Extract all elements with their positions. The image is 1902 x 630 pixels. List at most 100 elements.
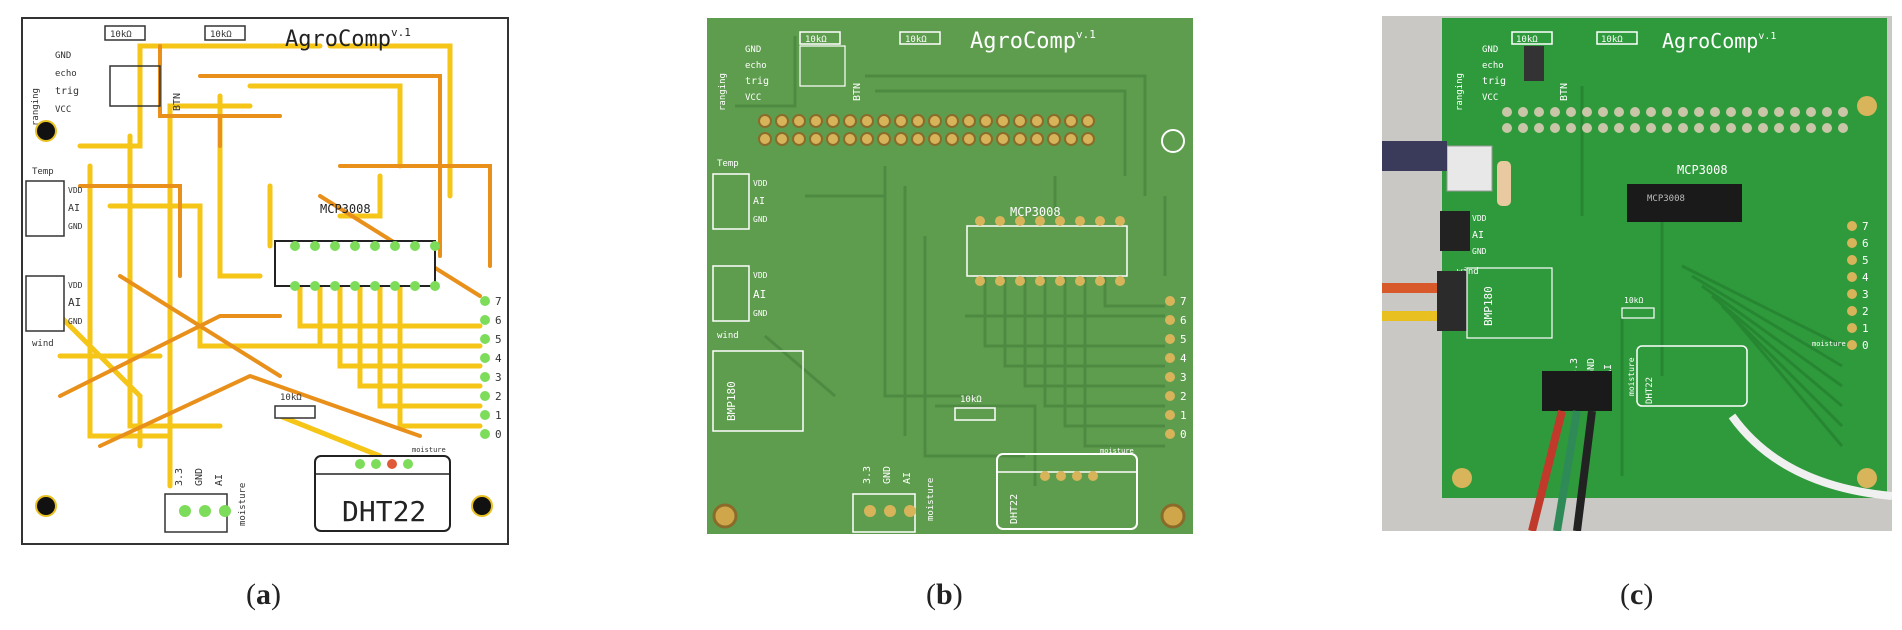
channel-pad xyxy=(480,353,490,363)
dht22-outline xyxy=(996,453,1138,530)
header-pin xyxy=(1566,107,1576,117)
wind-pin-label: GND xyxy=(1472,247,1487,256)
moisture-pad xyxy=(199,505,211,517)
pads xyxy=(864,216,1125,517)
resistor-label: 10kΩ xyxy=(110,30,132,40)
header-pin xyxy=(1726,123,1736,133)
channel-pad xyxy=(1847,221,1857,231)
resistor-label: 10kΩ xyxy=(280,393,302,403)
chip-label: MCP3008 xyxy=(320,202,371,216)
header-pin xyxy=(1806,123,1816,133)
header-pin xyxy=(1758,107,1768,117)
channel-pad xyxy=(1847,272,1857,282)
button-outline xyxy=(799,45,846,87)
header-pin xyxy=(1678,123,1688,133)
dht22-label: DHT22 xyxy=(1645,377,1655,404)
chip-pad xyxy=(1115,216,1125,226)
ranging-pin-label: GND xyxy=(745,45,761,55)
header-pin xyxy=(1694,107,1704,117)
header-pin xyxy=(1518,107,1528,117)
header-pin xyxy=(1502,107,1512,117)
moisture-label: moisture xyxy=(1100,447,1134,455)
header-pin xyxy=(1630,107,1640,117)
caption-a: (a) xyxy=(246,578,281,611)
temp-pin-label: AI xyxy=(753,196,765,207)
header-pin xyxy=(1790,123,1800,133)
ranging-pin-label: echo xyxy=(745,61,767,71)
photo-traces xyxy=(1580,86,1844,476)
channel-pad xyxy=(480,372,490,382)
ranging-pin-label: GND xyxy=(55,51,71,61)
chip-pad xyxy=(330,281,340,291)
chip-pad xyxy=(1055,276,1065,286)
channel-label: 5 xyxy=(495,333,502,346)
wind-connector xyxy=(712,265,750,322)
button-label: BTN xyxy=(172,93,183,111)
header-pin xyxy=(1502,123,1512,133)
chip-pad xyxy=(1035,276,1045,286)
header-pin xyxy=(1710,123,1720,133)
ranging-pin-label: echo xyxy=(1482,61,1504,71)
bmp180-label: BMP180 xyxy=(725,381,738,421)
channel-label: 5 xyxy=(1862,254,1869,267)
chip-pad xyxy=(1035,216,1045,226)
header-pad xyxy=(809,132,823,146)
moisture-pad xyxy=(864,505,876,517)
header-pin xyxy=(1662,123,1672,133)
chip-pad xyxy=(1055,216,1065,226)
moisture-side-label: moisture xyxy=(926,478,936,521)
resistor-body xyxy=(799,31,841,45)
channel-label: 7 xyxy=(1180,295,1187,308)
moisture-pin-label: AI xyxy=(902,472,913,484)
resistor-body xyxy=(104,25,146,41)
header-pad xyxy=(775,114,789,128)
chip-pad xyxy=(1015,276,1025,286)
channel-pad xyxy=(480,429,490,439)
wind-pin-label: VDD xyxy=(68,281,83,290)
board-title: AgroCompv.1 xyxy=(1662,29,1776,53)
wind-pin-label: AI xyxy=(753,288,766,301)
channel-label: 3 xyxy=(1180,371,1187,384)
header-pin xyxy=(1742,107,1752,117)
channel-label: 4 xyxy=(1180,352,1187,365)
button-outline xyxy=(109,65,161,107)
dht22-pad xyxy=(1088,471,1098,481)
header-pin xyxy=(1534,107,1544,117)
chip-pad xyxy=(350,281,360,291)
resistor-body xyxy=(274,405,316,419)
channel-label: 6 xyxy=(1862,237,1869,250)
resistor-body xyxy=(1596,31,1638,45)
header-pad xyxy=(792,132,806,146)
moisture-side-label: moisture xyxy=(1627,357,1636,396)
header-pad xyxy=(843,132,857,146)
dht22-label: DHT22 xyxy=(1009,494,1020,524)
header-pin xyxy=(1790,107,1800,117)
pcb-traces xyxy=(735,36,1167,486)
header-pad xyxy=(1047,132,1061,146)
chip-pad xyxy=(390,281,400,291)
header-pad xyxy=(792,114,806,128)
bmp180-label: BMP180 xyxy=(1482,286,1495,326)
wind-label: wind xyxy=(717,331,739,341)
header-pad xyxy=(877,114,891,128)
resistor-label: 10kΩ xyxy=(1516,35,1538,45)
push-button xyxy=(1524,46,1544,81)
header-pad xyxy=(928,114,942,128)
temp-label: Temp xyxy=(32,167,54,177)
mounting-hole xyxy=(35,495,57,517)
channel-label: 7 xyxy=(495,295,502,308)
header-pad xyxy=(1013,132,1027,146)
channel-label: 0 xyxy=(495,428,502,441)
bmp180-outline xyxy=(1466,267,1553,339)
resistor-body xyxy=(1621,307,1655,319)
dht22-label: DHT22 xyxy=(342,495,426,528)
mounting-hole-top-right xyxy=(1161,129,1185,153)
resistor-photo xyxy=(1497,161,1511,206)
temp-pin-label: AI xyxy=(68,203,80,214)
header-pad xyxy=(775,132,789,146)
channel-label: 2 xyxy=(1180,390,1187,403)
resistor-body xyxy=(204,25,246,41)
caption-b: (b) xyxy=(926,578,963,611)
header-pad xyxy=(1030,114,1044,128)
